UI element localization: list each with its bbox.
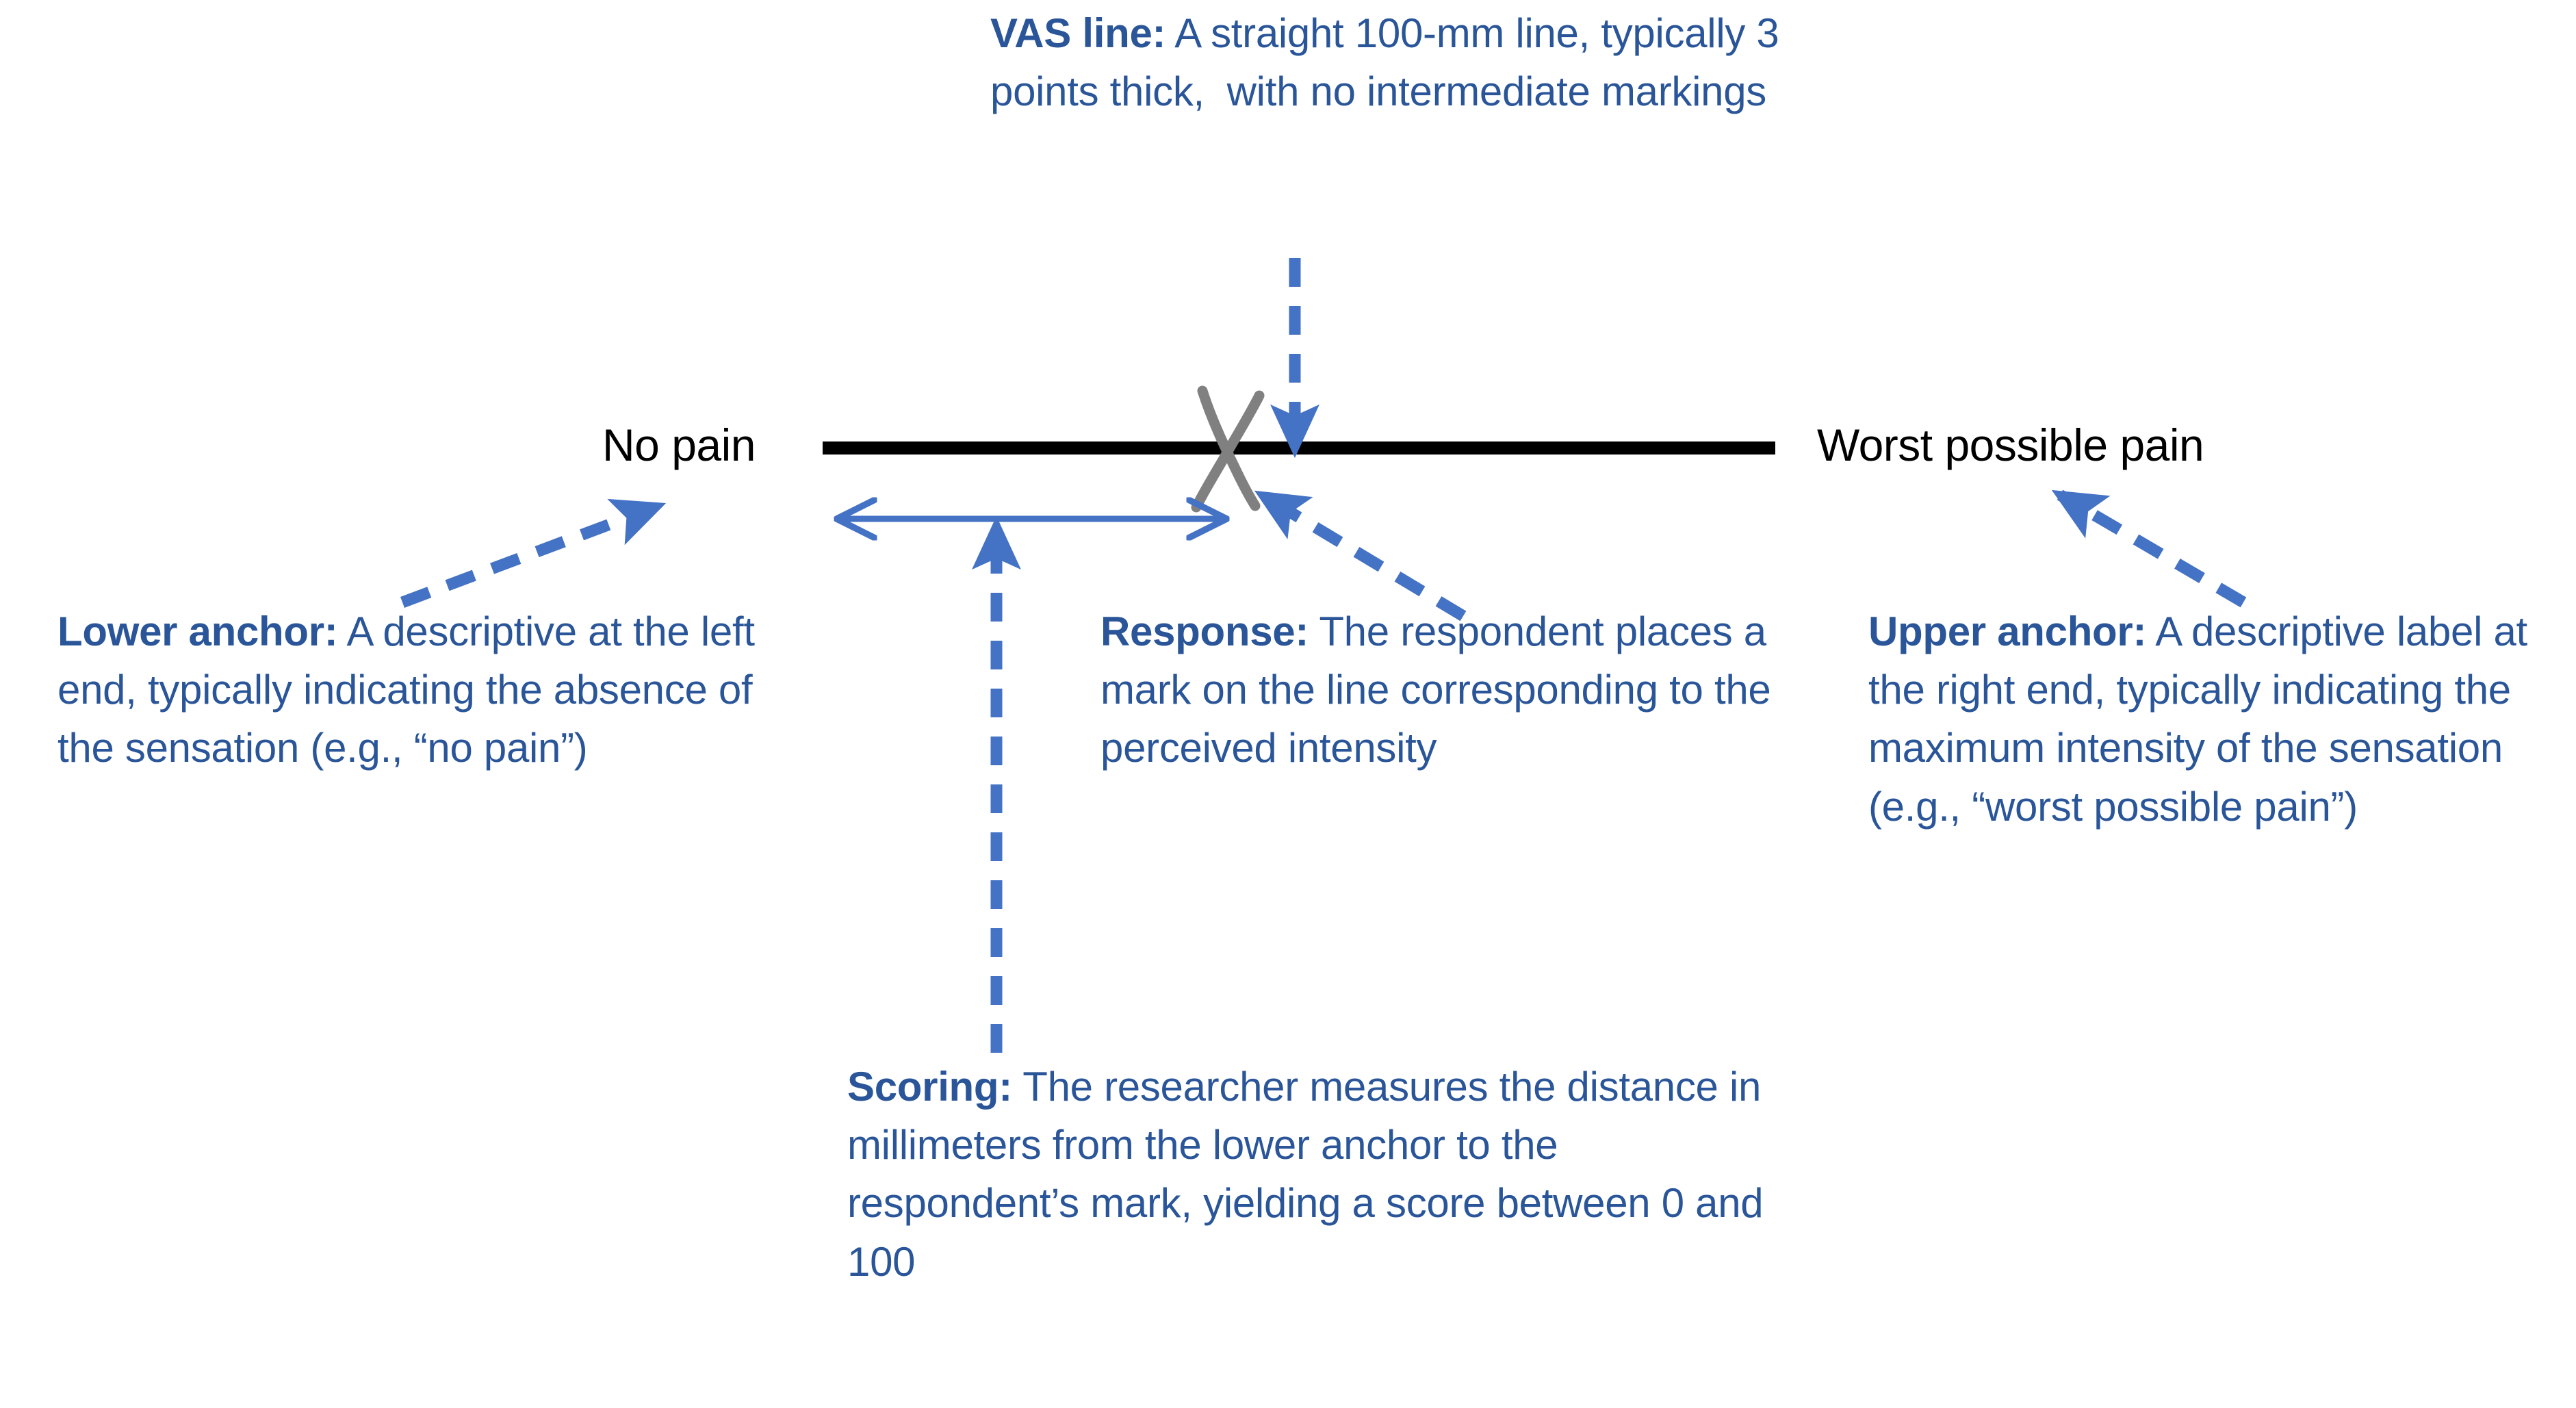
lower-anchor-label: No pain (602, 420, 756, 470)
upper-anchor-label: Worst possible pain (1817, 420, 2204, 470)
callout-upper-anchor-lead: Upper anchor: (1868, 609, 2147, 654)
x-mark-icon (1191, 385, 1265, 513)
callout-vas-line-body: A straight 100-mm line, typically 3 poin… (990, 10, 1790, 115)
callout-vas-line-lead: VAS line: (990, 10, 1166, 56)
dashed-up-right-arrow-icon (400, 498, 667, 608)
callout-lower-anchor: Lower anchor: A descriptive at the left … (57, 602, 783, 778)
dashed-up-left-arrow-icon-upper (2051, 489, 2247, 608)
callout-response: Response: The respondent places a mark o… (1100, 602, 1785, 778)
callout-scoring-lead: Scoring: (847, 1064, 1012, 1110)
callout-vas-line: VAS line: A straight 100-mm line, typica… (990, 4, 1832, 120)
callout-response-lead: Response: (1100, 609, 1309, 654)
vas-line (823, 441, 1775, 455)
callout-scoring-body: The researcher measures the distance in … (847, 1064, 1775, 1285)
dashed-up-left-arrow-icon-response (1254, 490, 1467, 622)
callout-response-body: The respondent places a mark on the line… (1100, 609, 1782, 771)
callout-lower-anchor-lead: Lower anchor: (57, 609, 338, 654)
callout-scoring: Scoring: The researcher measures the dis… (847, 1058, 1764, 1291)
callout-upper-anchor-body: A descriptive label at the right end, ty… (1868, 609, 2539, 830)
callout-lower-anchor-body: A descriptive at the left end, typically… (57, 609, 767, 771)
callout-upper-anchor: Upper anchor: A descriptive label at the… (1868, 602, 2573, 836)
